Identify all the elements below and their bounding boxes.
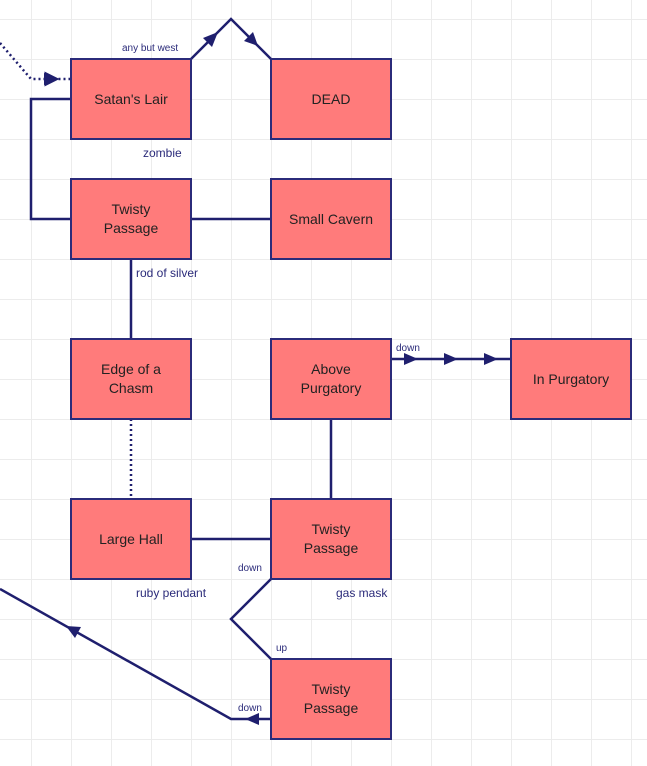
edge-twisty-passage-to-twisty-passage[interactable] xyxy=(229,578,272,660)
room-name: Twisty Passage xyxy=(103,201,159,236)
room-name: Satan's Lair xyxy=(94,90,168,107)
edge-offscreen-to-satans-lair[interactable] xyxy=(0,42,71,81)
room-name: Above Purgatory xyxy=(300,361,362,396)
item-label: zombie xyxy=(143,146,182,160)
exit-label: down xyxy=(238,703,262,714)
arrowhead xyxy=(245,713,259,725)
room-twisty-passage-3[interactable]: Twisty Passage xyxy=(270,658,392,740)
room-above-purgatory[interactable]: Above Purgatory xyxy=(270,338,392,420)
room-name: Small Cavern xyxy=(288,210,374,227)
room-edge-of-a-chasm[interactable]: Edge of a Chasm xyxy=(70,338,192,420)
room-small-cavern[interactable]: Small Cavern xyxy=(270,178,392,260)
room-in-purgatory[interactable]: In Purgatory xyxy=(510,338,632,420)
room-name: Twisty Passage xyxy=(303,681,359,716)
arrowhead xyxy=(484,353,498,365)
arrowhead xyxy=(44,73,58,85)
edge-twisty-passage-to-offscreen[interactable] xyxy=(0,587,271,721)
item-label: rod of silver xyxy=(136,266,199,280)
exit-label: up xyxy=(276,643,288,654)
item-label: gas mask xyxy=(336,586,388,600)
arrowhead xyxy=(244,32,258,46)
edge-satans-lair-to-twisty-passage[interactable] xyxy=(29,97,71,221)
room-name: In Purgatory xyxy=(532,370,610,387)
room-dead[interactable]: DEAD xyxy=(270,58,392,140)
room-name: Edge of a Chasm xyxy=(101,361,161,396)
exit-label: any but west xyxy=(122,43,179,54)
room-twisty-passage-1[interactable]: Twisty Passage xyxy=(70,178,192,260)
room-satans-lair[interactable]: Satan's Lair xyxy=(70,58,192,140)
exit-label: down xyxy=(396,343,420,354)
arrowhead xyxy=(66,626,81,638)
room-name: Large Hall xyxy=(99,530,163,547)
edge-satans-lair-to-dead[interactable] xyxy=(190,17,272,60)
exit-label: down xyxy=(238,563,262,574)
room-large-hall[interactable]: Large Hall xyxy=(70,498,192,580)
item-label: ruby pendant xyxy=(136,586,207,600)
arrowhead xyxy=(444,353,458,365)
room-twisty-passage-2[interactable]: Twisty Passage xyxy=(270,498,392,580)
arrowhead xyxy=(404,353,418,365)
arrowhead xyxy=(203,32,218,47)
room-name: Twisty Passage xyxy=(303,521,359,556)
room-name: DEAD xyxy=(311,90,351,107)
